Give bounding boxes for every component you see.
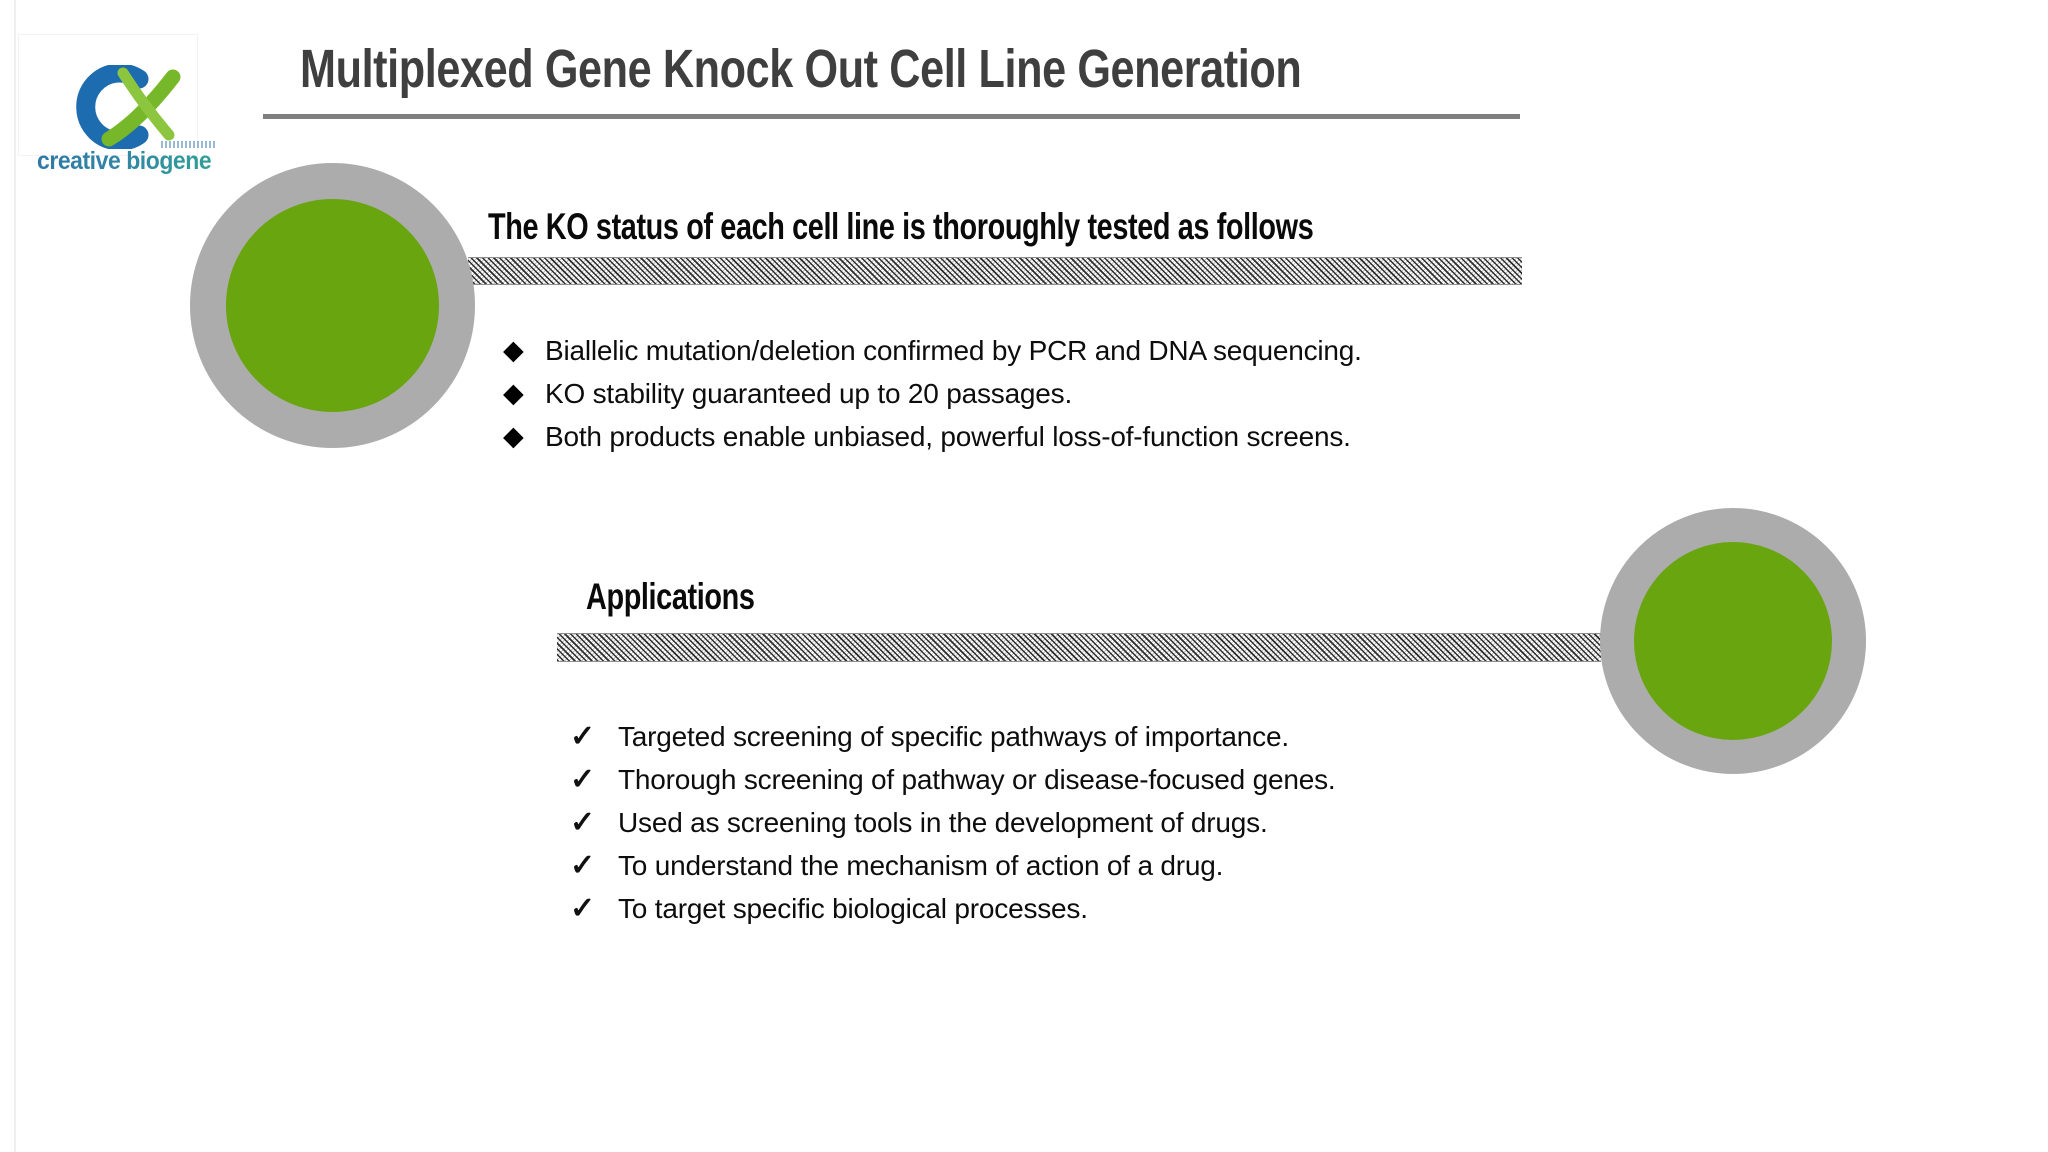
decorative-circle-right	[1600, 508, 1866, 774]
ko-hatch-bar	[468, 257, 1522, 285]
list-item: ✓ Used as screening tools in the develop…	[570, 801, 1335, 844]
check-icon: ✓	[570, 891, 595, 925]
list-item: ◆ KO stability guaranteed up to 20 passa…	[503, 372, 1362, 415]
list-item: ✓ Thorough screening of pathway or disea…	[570, 758, 1336, 801]
decorative-circle-left	[190, 163, 475, 448]
title-underline	[263, 114, 1520, 119]
list-item-text: KO stability guaranteed up to 20 passage…	[545, 377, 1073, 409]
logo-dna-icon	[101, 67, 181, 147]
logo-fine-print	[161, 141, 217, 148]
diamond-bullet-icon: ◆	[503, 335, 524, 365]
list-item-text: Targeted screening of specific pathways …	[618, 720, 1289, 752]
check-icon: ✓	[570, 805, 595, 839]
diamond-bullet-icon: ◆	[503, 378, 524, 408]
check-icon: ✓	[570, 762, 595, 796]
applications-hatch-bar	[557, 633, 1601, 662]
left-edge-line	[14, 0, 16, 1152]
list-item-text: Thorough screening of pathway or disease…	[618, 763, 1336, 795]
logo-mark-icon	[76, 65, 181, 149]
list-item-text: Both products enable unbiased, powerful …	[545, 420, 1351, 452]
list-item: ◆ Both products enable unbiased, powerfu…	[503, 415, 1362, 458]
list-item: ✓ Targeted screening of specific pathway…	[570, 715, 1335, 758]
logo: creative biogene	[18, 34, 217, 175]
list-item-text: Biallelic mutation/deletion confirmed by…	[545, 334, 1362, 366]
logo-wordmark: creative biogene	[37, 147, 212, 175]
list-item: ✓ To understand the mechanism of action …	[570, 844, 1335, 887]
diamond-bullet-icon: ◆	[503, 421, 524, 451]
ko-bullet-list: ◆ Biallelic mutation/deletion confirmed …	[503, 329, 1362, 458]
check-icon: ✓	[570, 848, 595, 882]
ko-section-heading: The KO status of each cell line is thoro…	[488, 206, 1314, 247]
list-item: ✓ To target specific biological processe…	[570, 887, 1335, 930]
applications-heading: Applications	[586, 576, 755, 617]
list-item: ◆ Biallelic mutation/deletion confirmed …	[503, 329, 1362, 372]
applications-list: ✓ Targeted screening of specific pathway…	[570, 715, 1336, 930]
page-title: Multiplexed Gene Knock Out Cell Line Gen…	[300, 39, 1302, 99]
list-item-text: Used as screening tools in the developme…	[618, 806, 1268, 838]
list-item-text: To understand the mechanism of action of…	[618, 849, 1224, 881]
list-item-text: To target specific biological processes.	[618, 892, 1088, 924]
check-icon: ✓	[570, 719, 595, 753]
